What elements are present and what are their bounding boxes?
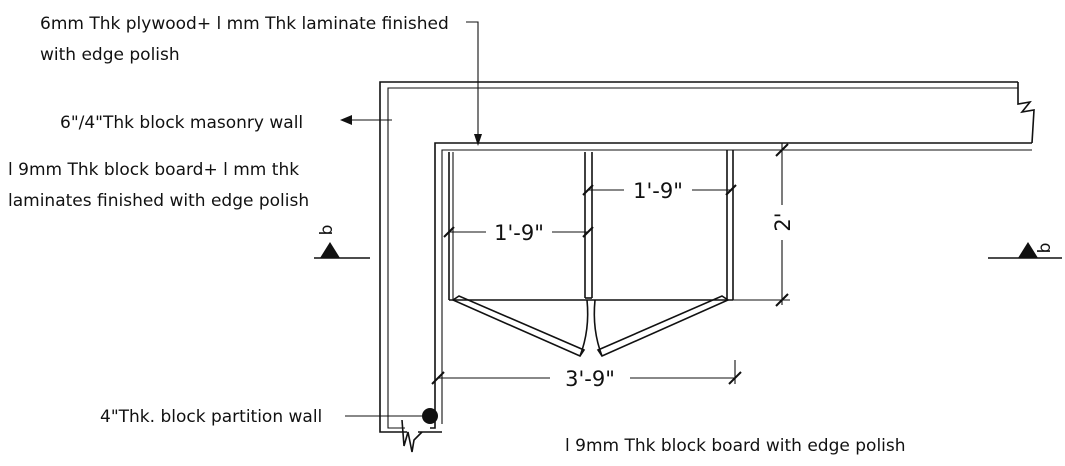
door-shutter-left xyxy=(451,295,586,358)
section-mark-left-letter: b xyxy=(317,225,337,236)
shutter-note: l 9mm Thk block board with edge polish xyxy=(565,436,906,456)
break-line-bottom xyxy=(401,419,423,453)
leader-plywood xyxy=(466,21,482,146)
break-line-top xyxy=(1017,82,1035,144)
partition-wall-note: 4"Thk. block partition wall xyxy=(100,407,322,427)
masonry-wall xyxy=(379,81,1032,433)
plywood-note-line1: 6mm Thk plywood+ l mm Thk laminate finis… xyxy=(40,14,449,34)
blockboard-note-line2: laminates finished with edge polish xyxy=(8,191,309,211)
section-mark-right-letter: b xyxy=(1035,243,1055,254)
dimension-right-bay: 1'-9" xyxy=(582,179,737,203)
dim-right-bay-label: 1'-9" xyxy=(633,179,683,203)
door-shutter-right xyxy=(596,295,730,358)
dimension-left-bay: 1'-9" xyxy=(443,221,594,245)
leader-masonry-wall xyxy=(340,115,392,125)
section-marker-right: b xyxy=(988,242,1062,259)
dim-overall-label: 3'-9" xyxy=(565,367,615,391)
plywood-note-line2: with edge polish xyxy=(40,45,180,65)
dim-left-bay-label: 1'-9" xyxy=(494,221,544,245)
dimension-depth: 2' xyxy=(733,143,795,307)
masonry-wall-note: 6"/4"Thk block masonry wall xyxy=(60,113,303,133)
blockboard-note-line1: l 9mm Thk block board+ l mm thk xyxy=(8,160,299,180)
cupboard-unit xyxy=(448,150,734,301)
section-marker-left: b xyxy=(314,225,370,259)
dim-depth-label: 2' xyxy=(771,212,795,231)
leader-partition-wall xyxy=(345,408,438,424)
dimension-overall: 3'-9" xyxy=(431,360,742,391)
door-swing-arcs xyxy=(579,299,603,357)
